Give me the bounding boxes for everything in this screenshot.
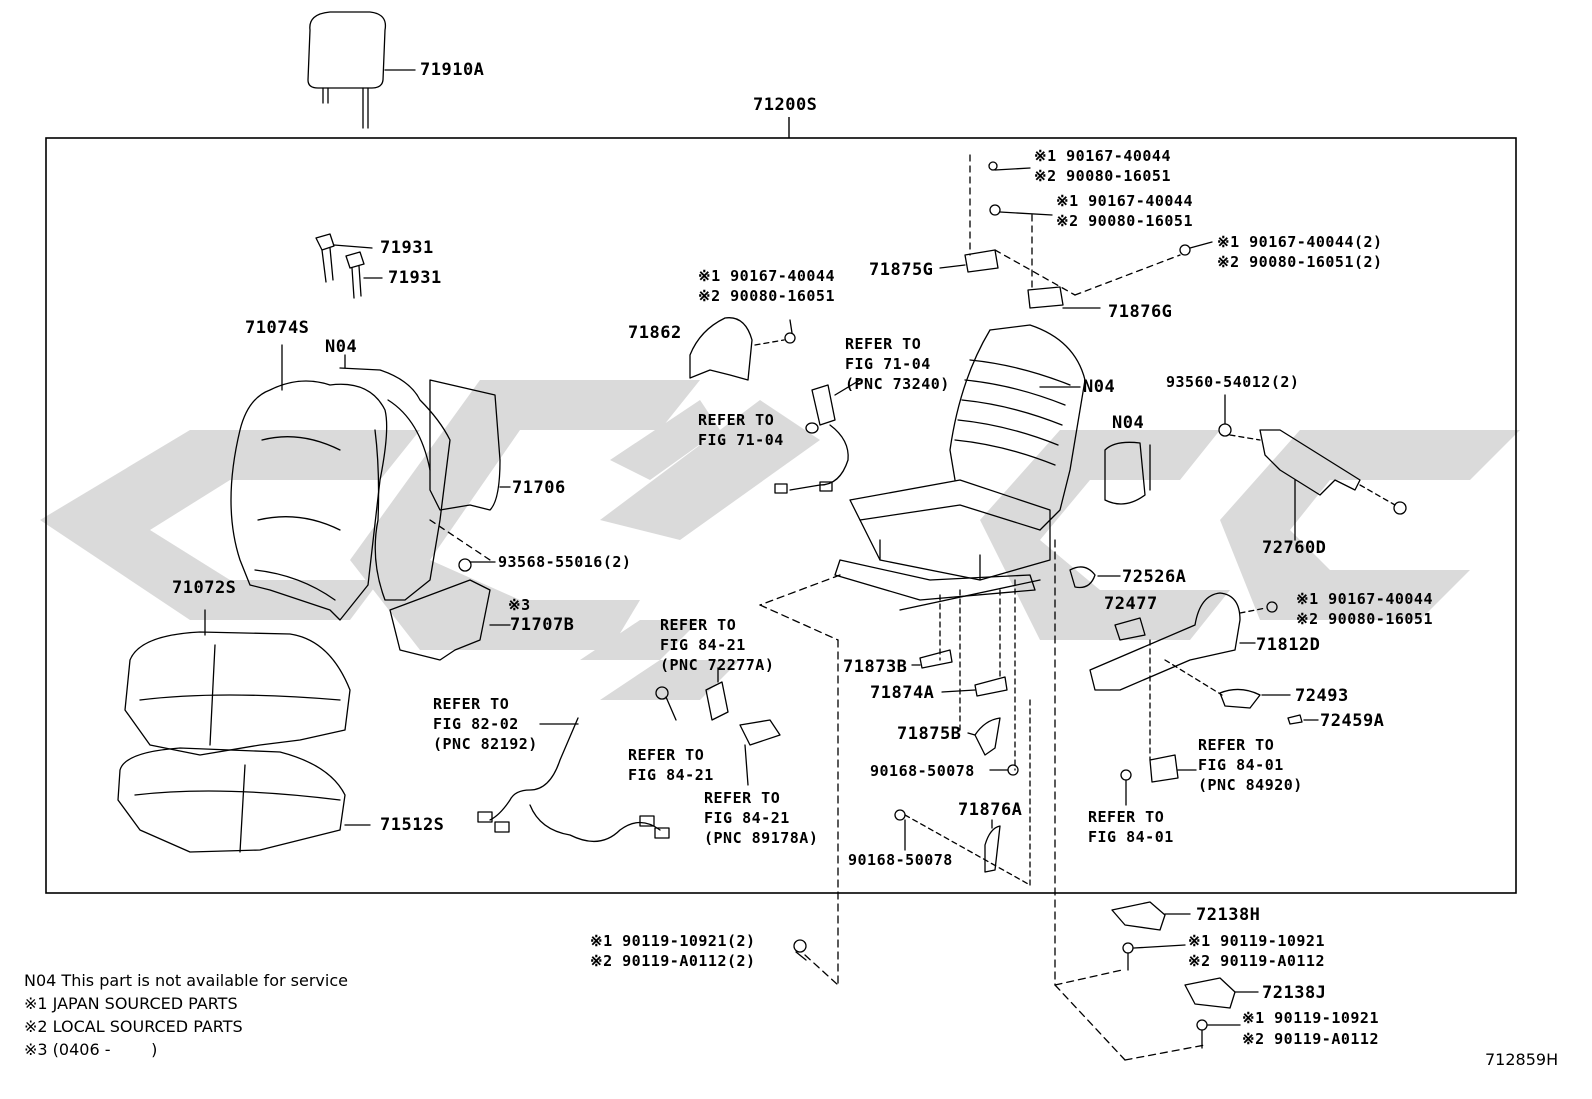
seat-frame-part xyxy=(834,324,1086,611)
label-refer-8421c-3: (PNC 89178A) xyxy=(704,829,819,847)
label-refer-8202-1: REFER TO xyxy=(433,695,510,713)
seatbelt-buckle-part xyxy=(774,379,861,494)
label-bolt-h-1: ※1 90119-10921 xyxy=(1188,932,1325,950)
back-board-b-part xyxy=(389,519,511,661)
label-knob-459: 72459A xyxy=(1320,711,1385,731)
label-refer-7104b-2: FIG 71-04 xyxy=(698,431,784,449)
label-refer-8421c-2: FIG 84-21 xyxy=(704,809,790,827)
label-shield-screw-2: ※2 90080-16051 xyxy=(1296,610,1433,628)
label-refer-8421a-3: (PNC 72277A) xyxy=(660,656,775,674)
label-cover-875g: 71875G xyxy=(869,260,934,280)
label-screw-78-a: 90168-50078 xyxy=(870,762,975,780)
label-bottom-bolt-1: ※1 90119-10921(2) xyxy=(590,932,756,950)
label-n04-back: N04 xyxy=(325,337,358,357)
seatback-pad-part xyxy=(339,354,451,601)
headrest-part xyxy=(307,11,416,129)
label-top-screw-c-1: ※1 90167-40044(2) xyxy=(1217,233,1383,251)
label-back-board-screw: 93568-55016(2) xyxy=(498,553,632,571)
label-cover-138j: 72138J xyxy=(1262,983,1327,1003)
label-refer-8401a-1: REFER TO xyxy=(1198,736,1275,754)
legend-note-3: ※3 (0406 - ) xyxy=(24,1040,158,1059)
label-screw-78-b: 90168-50078 xyxy=(848,851,953,869)
label-knob: 72526A xyxy=(1122,567,1187,587)
label-top-screw-a-2: ※2 90080-16051 xyxy=(1034,167,1171,185)
seatback-cover-part xyxy=(230,344,388,621)
label-note3: ※3 xyxy=(508,596,531,614)
label-knob-493: 72493 xyxy=(1295,686,1349,706)
label-bottom-bolt-2: ※2 90119-A0112(2) xyxy=(590,952,756,970)
headrest-support-part xyxy=(315,233,383,299)
label-n04-frame: N04 xyxy=(1083,377,1116,397)
label-hinge-screw-1: ※1 90167-40044 xyxy=(698,267,835,285)
label-refer-8421c-1: REFER TO xyxy=(704,789,781,807)
guide-lines xyxy=(759,539,1206,1061)
label-cover-874a: 71874A xyxy=(870,683,935,703)
label-top-screw-a-1: ※1 90167-40044 xyxy=(1034,147,1171,165)
figure-id: 712859H xyxy=(1485,1050,1559,1069)
label-shield: 71812D xyxy=(1256,635,1321,655)
label-top-screw-c-2: ※2 90080-16051(2) xyxy=(1217,253,1383,271)
bracket-part xyxy=(1218,394,1407,541)
label-cover-873b: 71873B xyxy=(843,657,908,677)
label-cushion-pad: 71512S xyxy=(380,815,445,835)
label-refer-8421b-2: FIG 84-21 xyxy=(628,766,714,784)
watermark xyxy=(40,380,1520,700)
label-top-screw-b-1: ※1 90167-40044 xyxy=(1056,192,1193,210)
cushion-pad-part xyxy=(117,747,371,853)
legend-note-2: ※2 LOCAL SOURCED PARTS xyxy=(24,1017,243,1036)
side-parts xyxy=(1069,441,1151,589)
label-cover-138h: 72138H xyxy=(1196,905,1261,925)
label-headrest: 71910A xyxy=(420,60,485,80)
label-refer-8401a-3: (PNC 84920) xyxy=(1198,776,1303,794)
cushion-cover-part xyxy=(124,609,351,756)
label-back-board: 71707B xyxy=(510,615,575,635)
label-assembly: 71200S xyxy=(753,95,818,115)
assembly-frame xyxy=(45,137,1517,894)
label-hinge-screw-2: ※2 90080-16051 xyxy=(698,287,835,305)
label-refer-7104a-1: REFER TO xyxy=(845,335,922,353)
top-covers-part xyxy=(939,154,1213,309)
label-refer-7104a-2: FIG 71-04 xyxy=(845,355,931,373)
label-support-2: 71931 xyxy=(388,268,442,288)
hinge-cover-part xyxy=(689,317,796,381)
label-back-pad: 71706 xyxy=(512,478,566,498)
label-refer-8202-3: (PNC 82192) xyxy=(433,735,538,753)
label-refer-7104a-3: (PNC 73240) xyxy=(845,375,950,393)
label-bolt-j-1: ※1 90119-10921 xyxy=(1242,1009,1379,1027)
label-refer-7104b-1: REFER TO xyxy=(698,411,775,429)
wire-harness-part xyxy=(477,717,670,842)
connector-part xyxy=(655,667,781,786)
label-hinge-cover: 71862 xyxy=(628,323,682,343)
label-refer-8401b-1: REFER TO xyxy=(1088,808,1165,826)
back-board-part xyxy=(429,379,511,511)
legend-note-n04: N04 This part is not available for servi… xyxy=(24,971,348,990)
label-shield-screw-1: ※1 90167-40044 xyxy=(1296,590,1433,608)
label-n04-side: N04 xyxy=(1112,413,1145,433)
label-bolt-j-2: ※2 90119-A0112 xyxy=(1242,1030,1379,1048)
label-refer-8401a-2: FIG 84-01 xyxy=(1198,756,1284,774)
label-refer-8401b-2: FIG 84-01 xyxy=(1088,828,1174,846)
label-refer-8202-2: FIG 82-02 xyxy=(433,715,519,733)
legend-note-1: ※1 JAPAN SOURCED PARTS xyxy=(24,994,238,1013)
label-back-cover: 71074S xyxy=(245,318,310,338)
label-bolt-h-2: ※2 90119-A0112 xyxy=(1188,952,1325,970)
label-cushion-cover: 71072S xyxy=(172,578,237,598)
label-top-screw-b-2: ※2 90080-16051 xyxy=(1056,212,1193,230)
label-cover-876a: 71876A xyxy=(958,800,1023,820)
label-support-1: 71931 xyxy=(380,238,434,258)
label-refer-8421a-1: REFER TO xyxy=(660,616,737,634)
label-clip-screw: 93560-54012(2) xyxy=(1166,373,1300,391)
label-bracket: 72760D xyxy=(1262,538,1327,558)
bottom-covers-part xyxy=(793,901,1259,1049)
lower-covers-part xyxy=(894,579,1031,886)
label-cover-875b: 71875B xyxy=(897,724,962,744)
label-cover-876g: 71876G xyxy=(1108,302,1173,322)
label-refer-8421b-1: REFER TO xyxy=(628,746,705,764)
label-refer-8421a-2: FIG 84-21 xyxy=(660,636,746,654)
shield-part xyxy=(1089,592,1319,806)
label-lever-477: 72477 xyxy=(1104,594,1158,614)
